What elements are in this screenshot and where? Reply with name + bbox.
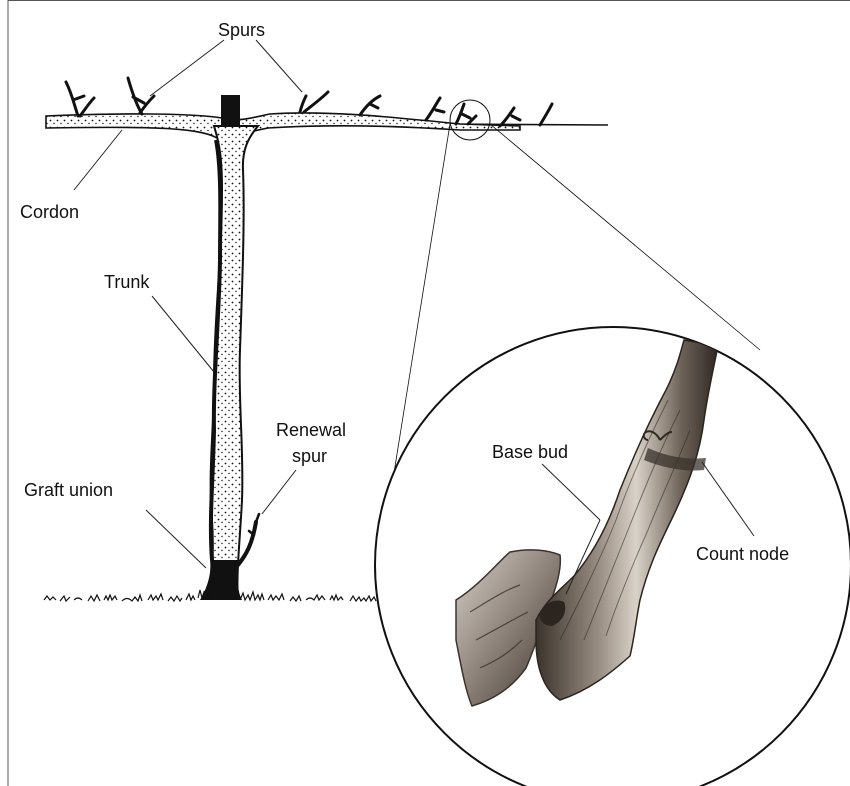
label-trunk: Trunk — [104, 272, 150, 292]
projection-line-right — [490, 124, 760, 350]
spur — [456, 104, 476, 124]
leader-renewal-spur — [262, 470, 296, 514]
label-renewal-spur-line2: spur — [292, 446, 327, 466]
leader-spurs-left — [150, 40, 224, 96]
leader-graft-union — [146, 510, 206, 568]
label-count-node: Count node — [696, 544, 789, 564]
spur — [426, 98, 444, 120]
spur — [360, 96, 380, 115]
label-graft-union: Graft union — [24, 480, 113, 500]
spur — [540, 104, 552, 125]
spur — [66, 82, 94, 116]
label-spurs: Spurs — [218, 20, 265, 40]
leader-trunk — [152, 296, 214, 372]
spur — [500, 108, 520, 126]
leader-cordon — [74, 130, 122, 190]
label-base-bud: Base bud — [492, 442, 568, 462]
spur — [300, 92, 328, 112]
leader-spurs-right — [256, 40, 302, 92]
label-renewal-spur-line1: Renewal — [276, 420, 346, 440]
label-cordon: Cordon — [20, 202, 79, 222]
